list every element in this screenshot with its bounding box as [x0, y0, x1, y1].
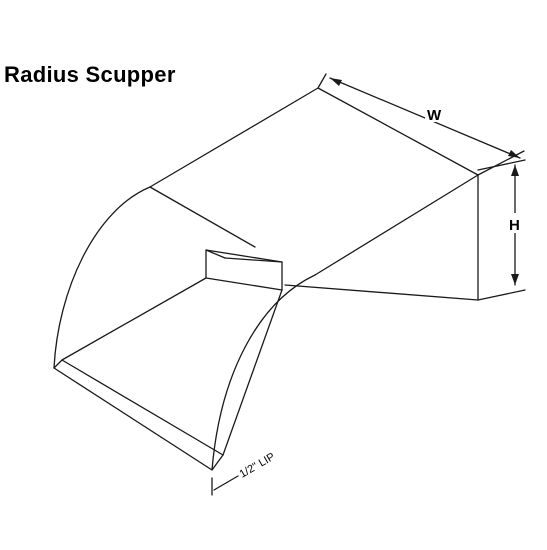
height-label: H [509, 217, 520, 234]
height-arrow-bottom [511, 274, 519, 285]
width-label: W [427, 107, 442, 124]
inner-wall-top [205, 249, 226, 259]
width-arrow-right [508, 150, 520, 158]
outer-radius-curve [53, 186, 151, 369]
height-extension-top [477, 159, 526, 171]
floor-right-edge [222, 289, 283, 456]
front-lip [53, 359, 224, 471]
height-arrow-top [511, 165, 519, 176]
inner-back-wall [205, 249, 283, 291]
lip-label: 1/2" LIP [238, 451, 278, 481]
diagram-title: Radius Scupper [4, 62, 176, 87]
width-extension-left [317, 73, 327, 89]
height-extension-bottom [477, 289, 526, 301]
floor-left-edge [61, 277, 207, 361]
lip-leader-line-2 [213, 475, 239, 491]
inner-wall-divider [224, 257, 283, 263]
width-arrow-left [330, 78, 342, 86]
right-face [284, 174, 479, 301]
inner-radius-curve [211, 274, 316, 471]
top-face [149, 87, 479, 276]
top-seam-line [149, 186, 256, 248]
